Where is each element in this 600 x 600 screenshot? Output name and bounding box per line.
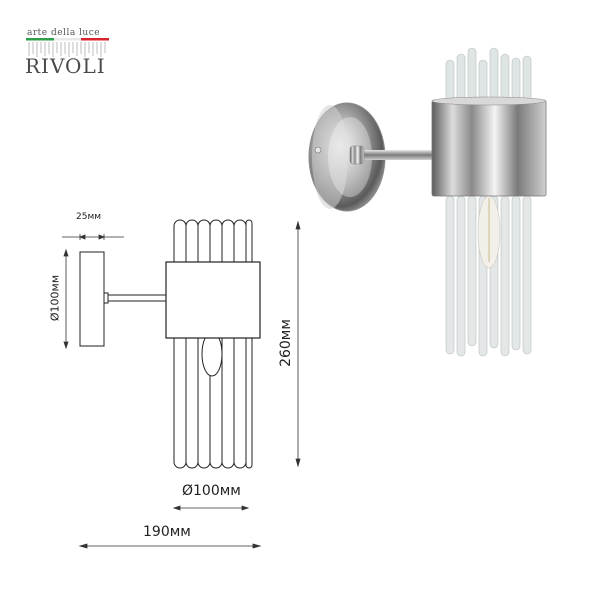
drawing-shade [165,261,261,339]
drawing-bulb [201,331,223,377]
dimension-lines [62,220,301,549]
dimension-projection-label: 190мм [143,524,191,540]
drawing-mount-stub [103,292,109,304]
flag-stripe-green [26,38,54,41]
technical-drawing [79,219,261,469]
photo-screw [314,146,322,154]
product-photo [308,47,547,357]
photo-glass-rods-top [445,47,532,103]
photo-shade [431,99,547,197]
photo-wall-plate-rim [312,105,348,209]
dimension-shade-diameter-label: Ø100мм [182,483,241,499]
photo-glass-rods-bottom [445,195,532,357]
drawing-backplate [79,251,105,347]
drawing-arm [107,294,167,302]
brand-tagline: arte della luce [27,28,101,38]
photo-arm-collar [349,145,365,165]
dimension-depth-label: 25мм [76,212,102,222]
photo-arm [352,150,436,160]
flag-stripe-red [81,38,109,41]
flag-stripe-white [54,38,81,41]
brand-name: RIVOLI [25,54,106,78]
logo-rods [28,42,106,57]
dimension-height-label: 260мм [278,319,294,367]
dimension-backplate-diameter-label: Ø100мм [48,274,62,322]
brand-logo [26,38,109,57]
